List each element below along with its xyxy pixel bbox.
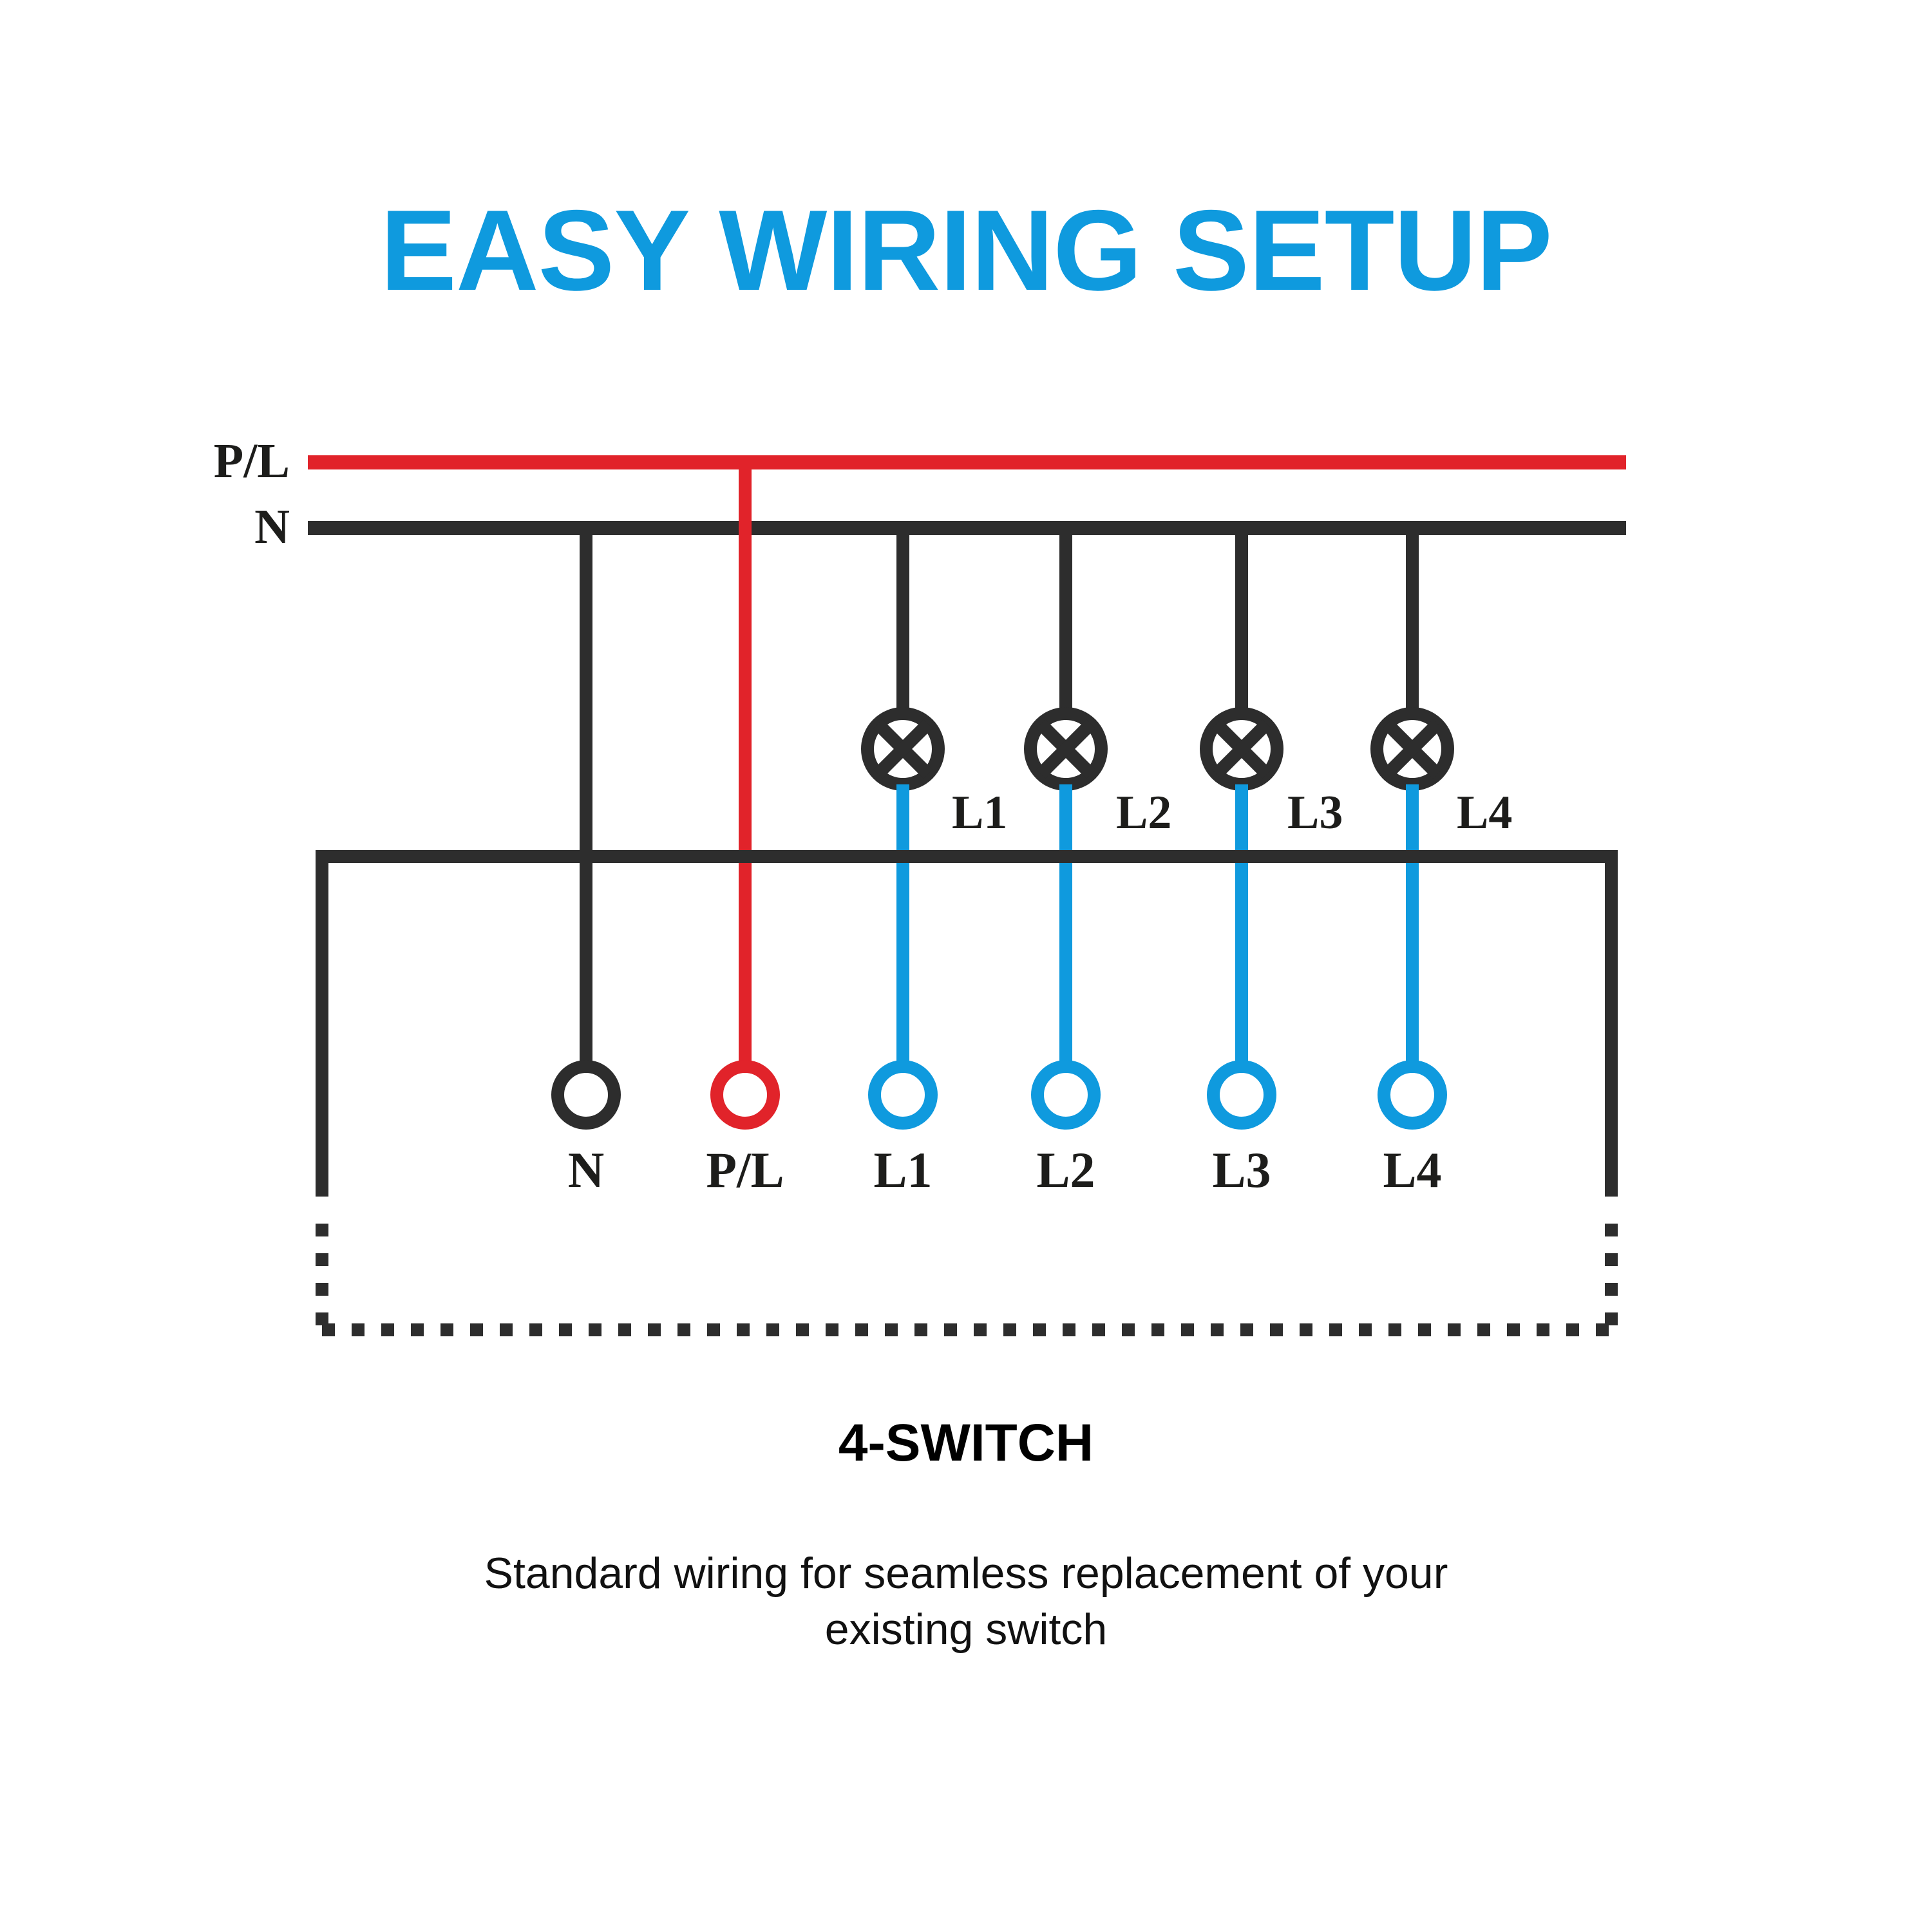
terminal-l4-ring bbox=[1378, 1060, 1447, 1130]
lamp-3-label: L3 bbox=[1287, 786, 1343, 839]
lamp-3-icon bbox=[1200, 707, 1283, 791]
lamp-4-icon bbox=[1370, 707, 1454, 791]
caption-description: Standard wiring for seamless replacement… bbox=[322, 1546, 1610, 1658]
terminal-l1-label: L1 bbox=[873, 1142, 933, 1198]
lamp-2-icon bbox=[1024, 707, 1108, 791]
lamp-2-label: L2 bbox=[1116, 786, 1172, 839]
terminal-l4-label: L4 bbox=[1383, 1142, 1442, 1198]
terminal-l3-label: L3 bbox=[1212, 1142, 1271, 1198]
lamp-1-label: L1 bbox=[952, 786, 1008, 839]
page-title: EASY WIRING SETUP bbox=[380, 186, 1552, 314]
caption-heading: 4-SWITCH bbox=[838, 1414, 1094, 1472]
terminal-l2-label: L2 bbox=[1036, 1142, 1095, 1198]
terminal-n-ring bbox=[551, 1060, 621, 1130]
terminal-pl-label: P/L bbox=[706, 1142, 784, 1198]
terminal-l3-ring bbox=[1207, 1060, 1276, 1130]
terminal-pl-ring bbox=[710, 1060, 780, 1130]
neutral-bus-label: N bbox=[254, 500, 290, 554]
caption-line-1: Standard wiring for seamless replacement… bbox=[484, 1549, 1448, 1598]
lamp-1-icon bbox=[861, 707, 945, 791]
terminal-l2-ring bbox=[1031, 1060, 1101, 1130]
live-bus-label: P/L bbox=[213, 434, 290, 488]
caption-line-2: existing switch bbox=[824, 1605, 1108, 1654]
terminal-n-label: N bbox=[567, 1142, 605, 1198]
terminal-l1-ring bbox=[868, 1060, 938, 1130]
lamp-4-label: L4 bbox=[1457, 786, 1513, 839]
